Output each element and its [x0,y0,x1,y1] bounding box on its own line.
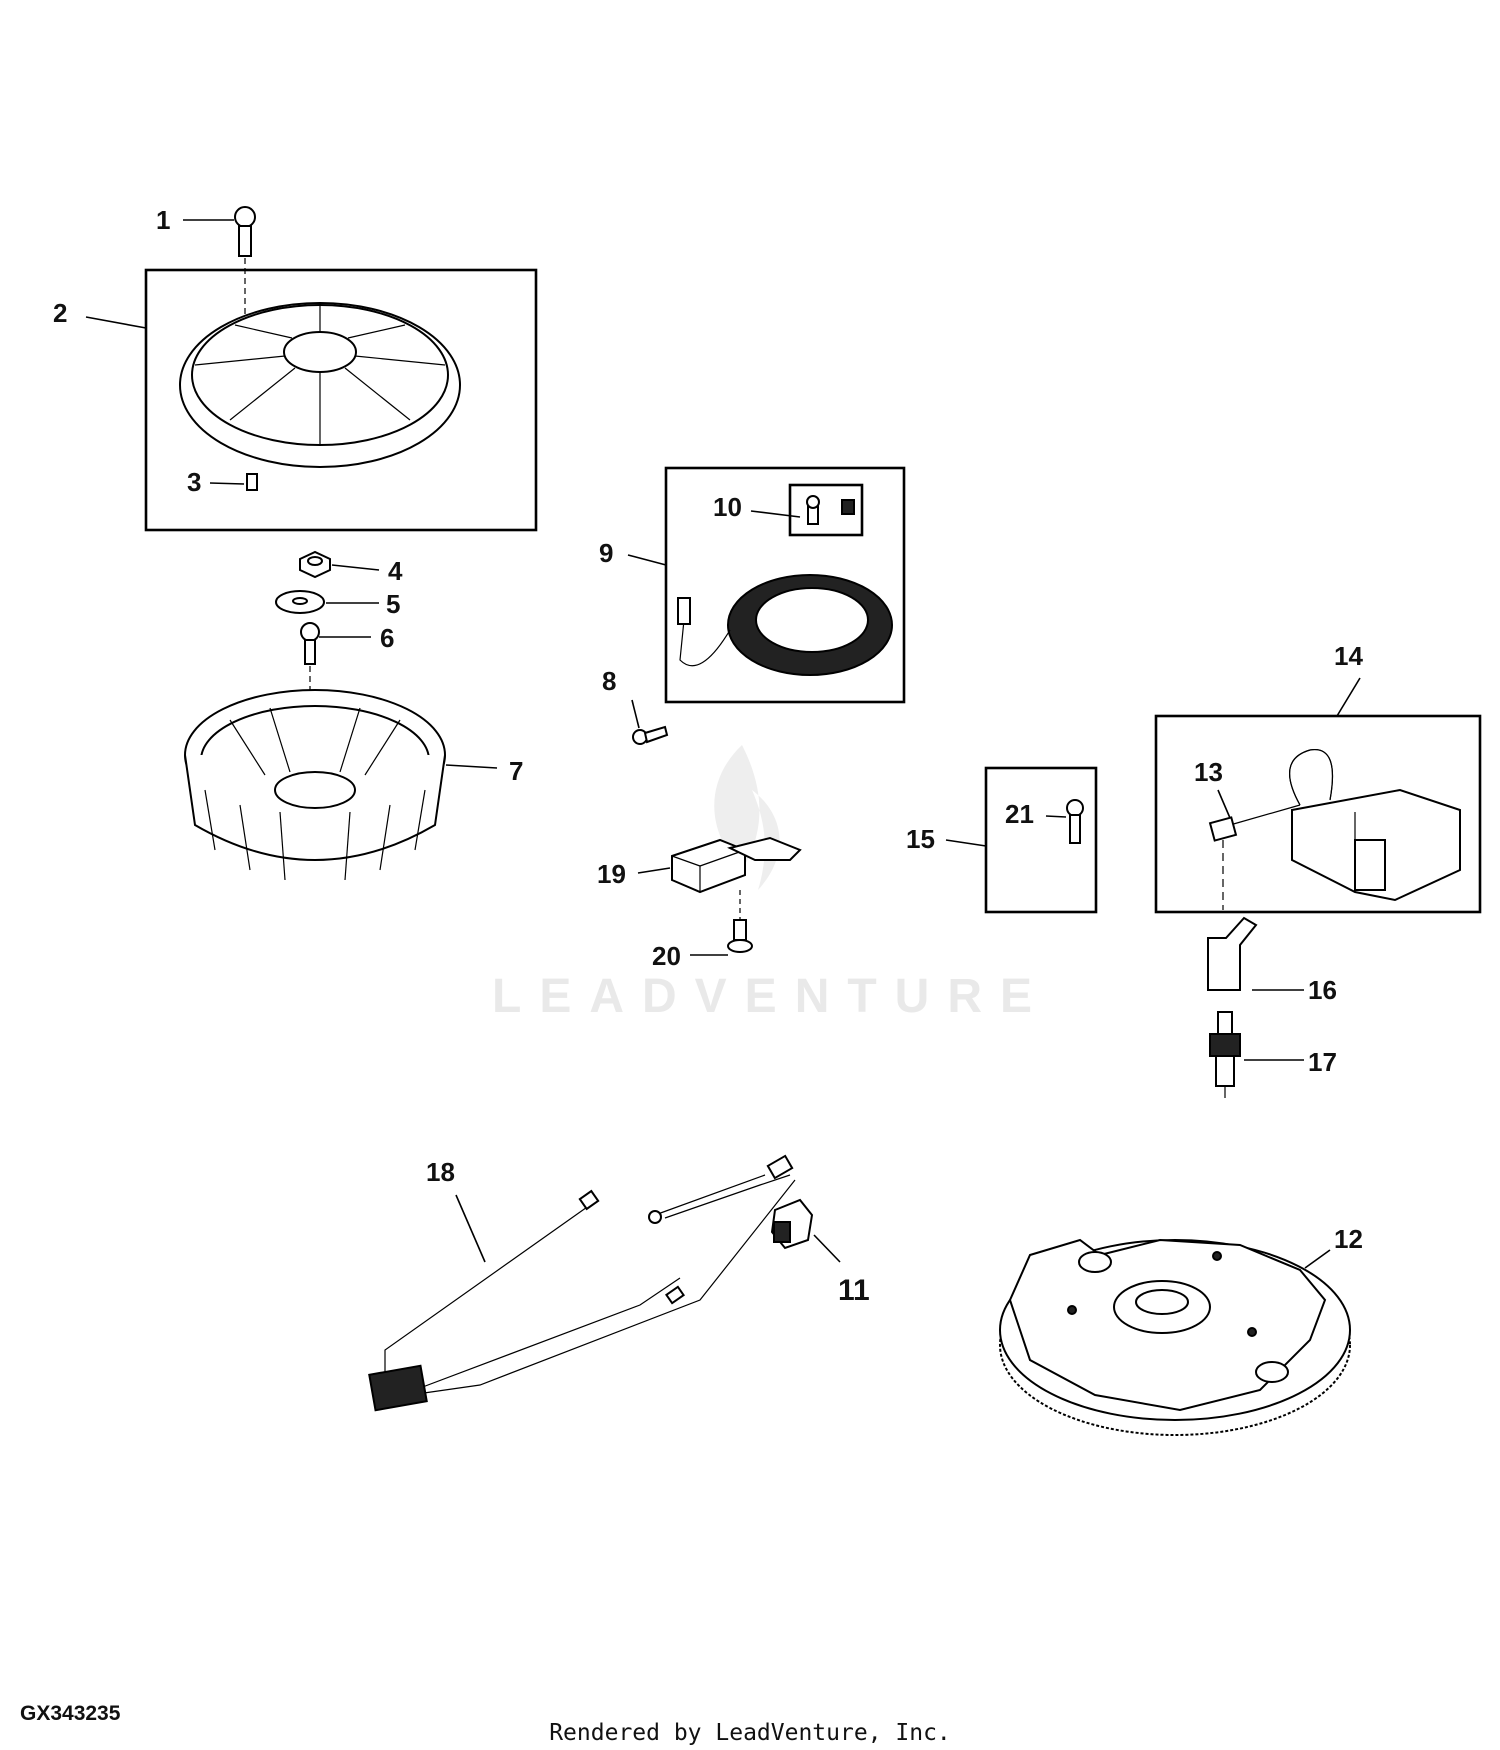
part-14-assembly-frame [1154,714,1482,914]
part-18-wire-harness[interactable] [368,1154,796,1412]
callout-21[interactable]: 21 [1005,799,1034,829]
part-12-flywheel[interactable] [999,1238,1351,1436]
part-11-connector-cover[interactable] [770,1198,814,1250]
part-4-nut[interactable] [299,550,331,579]
part-17-spark-plug[interactable] [1209,1011,1241,1098]
part-1-bolt[interactable] [234,206,256,330]
callout-8[interactable]: 8 [602,666,616,696]
callout-11[interactable]: 11 [838,1274,870,1307]
callout-2[interactable]: 2 [53,298,67,328]
callout-7[interactable]: 7 [509,756,523,786]
callout-9[interactable]: 9 [599,538,613,568]
part-5-washer[interactable] [275,590,325,614]
callout-5[interactable]: 5 [386,589,400,619]
part-10-hardware-kit[interactable] [806,495,855,525]
callout-10[interactable]: 10 [713,492,742,522]
callout-16[interactable]: 16 [1308,975,1337,1005]
part-15-assembly-frame [984,766,1098,914]
callout-1[interactable]: 1 [156,205,170,235]
part-6-bolt[interactable] [300,622,320,720]
part-16-spark-plug-boot[interactable] [1207,916,1258,991]
watermark: LEADVENTURE [492,745,1050,1023]
part-8-screw[interactable] [632,725,669,745]
callout-3[interactable]: 3 [187,467,201,497]
watermark-text: LEADVENTURE [492,970,1050,1023]
callout-6[interactable]: 6 [380,623,394,653]
figure-id: GX343235 [20,1702,121,1725]
callout-12[interactable]: 12 [1334,1224,1363,1254]
part-9-assembly-frame [664,466,906,704]
callout-4[interactable]: 4 [388,556,403,586]
part-20-screw[interactable] [727,919,753,953]
part-3-key[interactable] [246,473,258,491]
part-10-kit-frame [788,483,864,537]
callout-15[interactable]: 15 [906,824,935,854]
part-21-screw[interactable] [1066,799,1084,844]
part-7-flywheel-fan[interactable] [184,689,446,881]
callout-18[interactable]: 18 [426,1157,455,1187]
part-13-spark-plug-lead[interactable] [1208,804,1301,910]
callout-17[interactable]: 17 [1308,1047,1337,1077]
callout-20[interactable]: 20 [652,941,681,971]
leader-lines [85,219,1361,1269]
callout-19[interactable]: 19 [597,859,626,889]
callout-labels: 1 2 3 4 5 6 7 8 9 10 11 12 13 14 15 16 1… [53,205,1363,1307]
callout-13[interactable]: 13 [1194,757,1223,787]
part-19-rectifier-regulator[interactable] [671,836,802,920]
part-2-assembly-frame [144,268,538,532]
part-14-ignition-module[interactable] [1289,749,1461,902]
part-9-stator[interactable] [677,574,893,676]
callout-14[interactable]: 14 [1334,641,1363,671]
render-credit: Rendered by LeadVenture, Inc. [549,1720,951,1746]
part-2-blower-housing[interactable] [179,302,461,468]
